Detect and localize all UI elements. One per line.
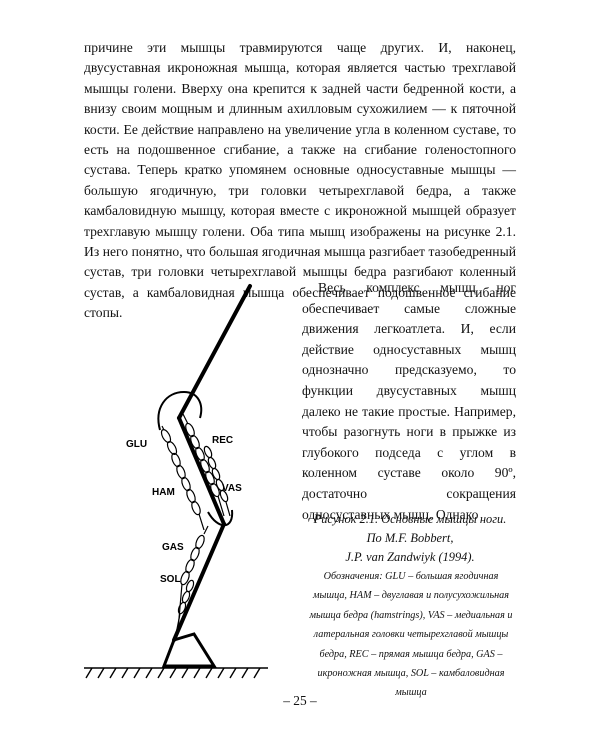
caption-title: Рисунок 2.1. Основные мышцы ноги. — [313, 512, 507, 526]
leg-skeleton — [161, 284, 252, 668]
ground-hatching — [84, 667, 268, 679]
muscle-sol — [175, 579, 195, 635]
label-vas: VAS — [222, 483, 242, 494]
label-gas: GAS — [162, 542, 184, 553]
label-rec: REC — [212, 435, 233, 446]
muscle-glu — [160, 425, 178, 455]
label-ham: HAM — [152, 487, 175, 498]
figure-legend: Обозначения: GLU – большая ягодичная мыш… — [309, 571, 513, 699]
label-glu: GLU — [126, 439, 147, 450]
caption-source-1: По M.F. Bobbert, — [366, 531, 454, 545]
caption-source-2: J.P. van Zandwiyk (1994). — [345, 550, 475, 564]
muscle-gas — [177, 525, 209, 631]
muscle-ham — [171, 452, 205, 531]
hip-joint-arc — [157, 390, 203, 431]
figure-caption: Рисунок 2.1. Основные мышцы ноги. По M.F… — [312, 510, 508, 567]
body-paragraph-right: Весь комплекс мышц ног обеспечивает самы… — [302, 280, 516, 522]
knee-joint-arc — [207, 509, 234, 527]
page-number: – 25 – — [283, 693, 317, 708]
muscle-vas — [203, 445, 231, 517]
leg-muscle-figure: GLU REC HAM VAS GAS SOL — [82, 280, 312, 680]
muscle-rec — [181, 411, 225, 517]
body-paragraph-top: причине эти мышцы травмируются чаще друг… — [84, 40, 516, 321]
label-sol: SOL — [160, 574, 181, 585]
leg-muscle-diagram: GLU REC HAM VAS GAS SOL — [84, 284, 268, 679]
